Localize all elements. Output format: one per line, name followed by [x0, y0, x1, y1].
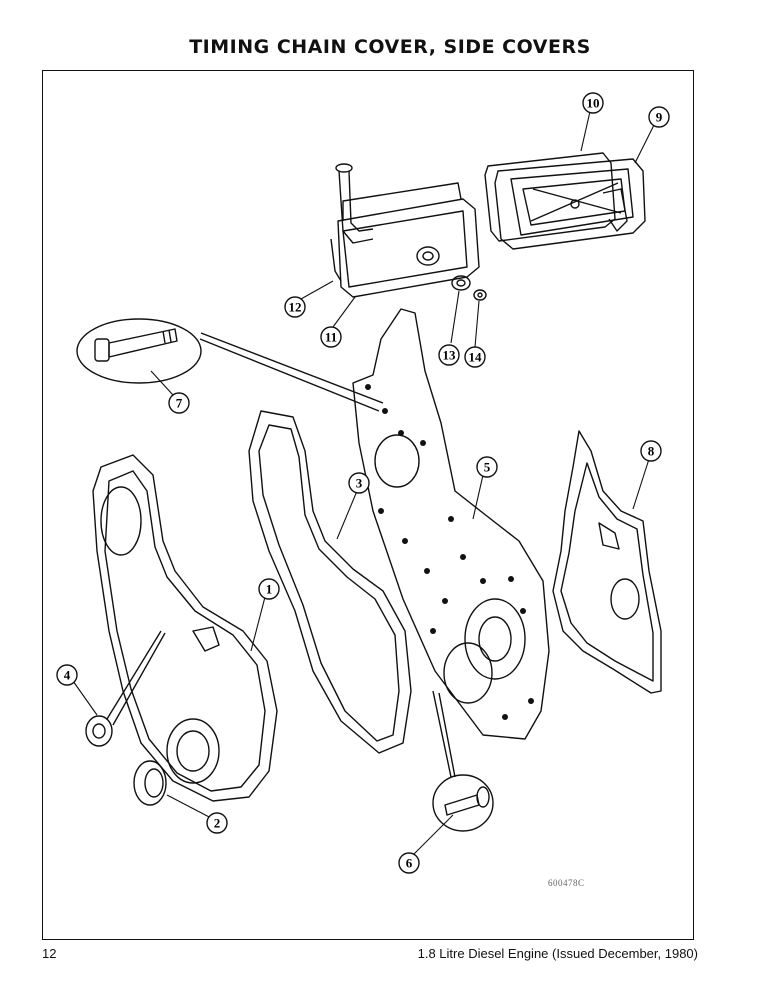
leader-lines: [72, 106, 656, 856]
drawing-code: 600478C: [548, 878, 585, 888]
callout-8: 8: [640, 440, 662, 462]
callout-6: 6: [398, 852, 420, 874]
callout-5: 5: [476, 456, 498, 478]
svg-text:14: 14: [469, 350, 483, 365]
part-14-washer: [473, 289, 487, 301]
callout-13: 13: [438, 344, 460, 366]
svg-text:11: 11: [325, 330, 337, 345]
svg-text:4: 4: [64, 668, 71, 683]
part-12-breather-tube: [330, 163, 374, 282]
illustration-frame: 10 9 12 11 13 14 7 5 3 8 1 4: [42, 70, 694, 940]
svg-text:1: 1: [266, 582, 273, 597]
page-title: TIMING CHAIN COVER, SIDE COVERS: [189, 36, 591, 58]
callout-12: 12: [284, 296, 306, 318]
callout-14: 14: [464, 346, 486, 368]
footer-text: 1.8 Litre Diesel Engine (Issued December…: [417, 946, 698, 961]
part-5-backing-plate: [352, 308, 550, 740]
svg-text:7: 7: [176, 396, 183, 411]
svg-text:6: 6: [406, 856, 413, 871]
callout-4: 4: [56, 664, 78, 686]
part-11-breather-cover: [337, 182, 480, 298]
part-3-gasket: [248, 410, 412, 754]
callout-11: 11: [320, 326, 342, 348]
svg-text:3: 3: [356, 476, 363, 491]
callout-3: 3: [348, 472, 370, 494]
svg-text:12: 12: [289, 300, 302, 315]
part-2-oil-seal: [133, 760, 167, 806]
callout-9: 9: [648, 106, 670, 128]
part-10-gasket: [484, 152, 616, 242]
callout-10: 10: [582, 92, 604, 114]
part-4-washer: [85, 630, 166, 747]
part-8-gasket: [552, 430, 662, 694]
part-13-grommet: [451, 275, 471, 291]
page-number: 12: [42, 946, 57, 961]
callout-7: 7: [168, 392, 190, 414]
part-6-bolt: [432, 690, 494, 832]
callout-2: 2: [206, 812, 228, 834]
exploded-parts-diagram: 10 9 12 11 13 14 7 5 3 8 1 4: [56, 92, 670, 874]
part-1-timing-cover: [92, 454, 278, 802]
callout-labels: 10 9 12 11 13 14 7 5 3 8 1 4: [56, 92, 670, 874]
part-7-dowel-bolt: [76, 318, 384, 412]
svg-text:9: 9: [656, 110, 663, 125]
svg-text:10: 10: [587, 96, 600, 111]
svg-text:8: 8: [648, 444, 655, 459]
part-9-side-cover: [494, 158, 646, 250]
svg-text:2: 2: [214, 816, 221, 831]
svg-text:13: 13: [443, 348, 457, 363]
svg-text:5: 5: [484, 460, 491, 475]
callout-1: 1: [258, 578, 280, 600]
